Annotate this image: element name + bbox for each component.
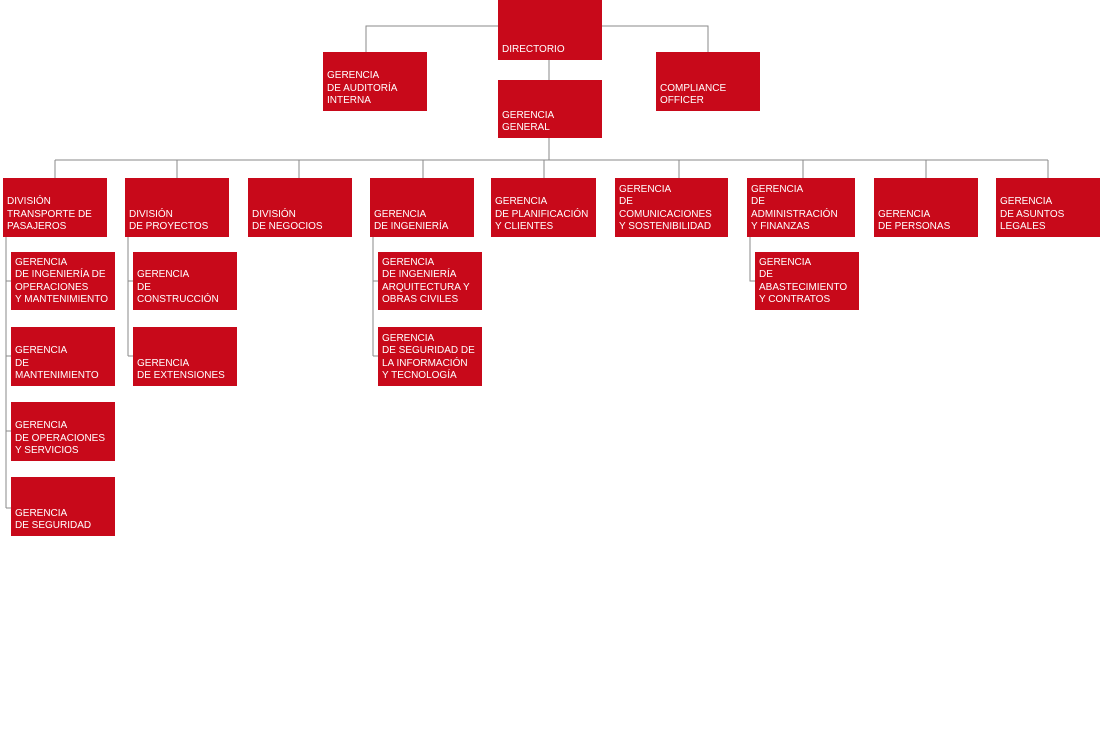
connector-transporte-sub [5, 237, 11, 509]
box-division-proyectos: DIVISIÓN DE PROYECTOS [125, 178, 229, 237]
box-gerencia-mantenimiento: GERENCIA DE MANTENIMIENTO [11, 327, 115, 386]
box-gerencia-construccion: GERENCIA DE CONSTRUCCIÓN [133, 252, 237, 310]
box-auditoria-interna: GERENCIA DE AUDITORÍA INTERNA [323, 52, 427, 111]
box-gerencia-seguridad: GERENCIA DE SEGURIDAD [11, 477, 115, 536]
box-ingenieria-arquitectura: GERENCIA DE INGENIERÍA ARQUITECTURA Y OB… [378, 252, 482, 310]
connector-ingenieria-sub [372, 237, 378, 357]
box-gerencia-comunicaciones: GERENCIA DE COMUNICACIONES Y SOSTENIBILI… [615, 178, 728, 237]
box-gerencia-administracion: GERENCIA DE ADMINISTRACIÓN Y FINANZAS [747, 178, 855, 237]
box-gerencia-personas: GERENCIA DE PERSONAS [874, 178, 978, 237]
box-operaciones-servicios: GERENCIA DE OPERACIONES Y SERVICIOS [11, 402, 115, 461]
box-abastecimiento-contratos: GERENCIA DE ABASTECIMIENTO Y CONTRATOS [755, 252, 859, 310]
box-ingenieria-operaciones-mantenimiento: GERENCIA DE INGENIERÍA DE OPERACIONES Y … [11, 252, 115, 310]
connector-proyectos-sub [127, 237, 133, 357]
connector-bus-drops [54, 160, 1049, 178]
box-gerencia-legales: GERENCIA DE ASUNTOS LEGALES [996, 178, 1100, 237]
box-seguridad-informacion: GERENCIA DE SEGURIDAD DE LA INFORMACIÓN … [378, 327, 482, 386]
box-gerencia-extensiones: GERENCIA DE EXTENSIONES [133, 327, 237, 386]
connector-compliance [602, 25, 709, 52]
box-gerencia-general: GERENCIA GENERAL [498, 80, 602, 138]
connector-administracion-sub [749, 237, 755, 282]
box-compliance-officer: COMPLIANCE OFFICER [656, 52, 760, 111]
box-division-negocios: DIVISIÓN DE NEGOCIOS [248, 178, 352, 237]
box-gerencia-ingenieria: GERENCIA DE INGENIERÍA [370, 178, 474, 237]
connector-auditoria [365, 25, 498, 52]
box-directorio: DIRECTORIO [498, 0, 602, 60]
box-division-transporte: DIVISIÓN TRANSPORTE DE PASAJEROS [3, 178, 107, 237]
box-gerencia-planificacion: GERENCIA DE PLANIFICACIÓN Y CLIENTES [491, 178, 596, 237]
